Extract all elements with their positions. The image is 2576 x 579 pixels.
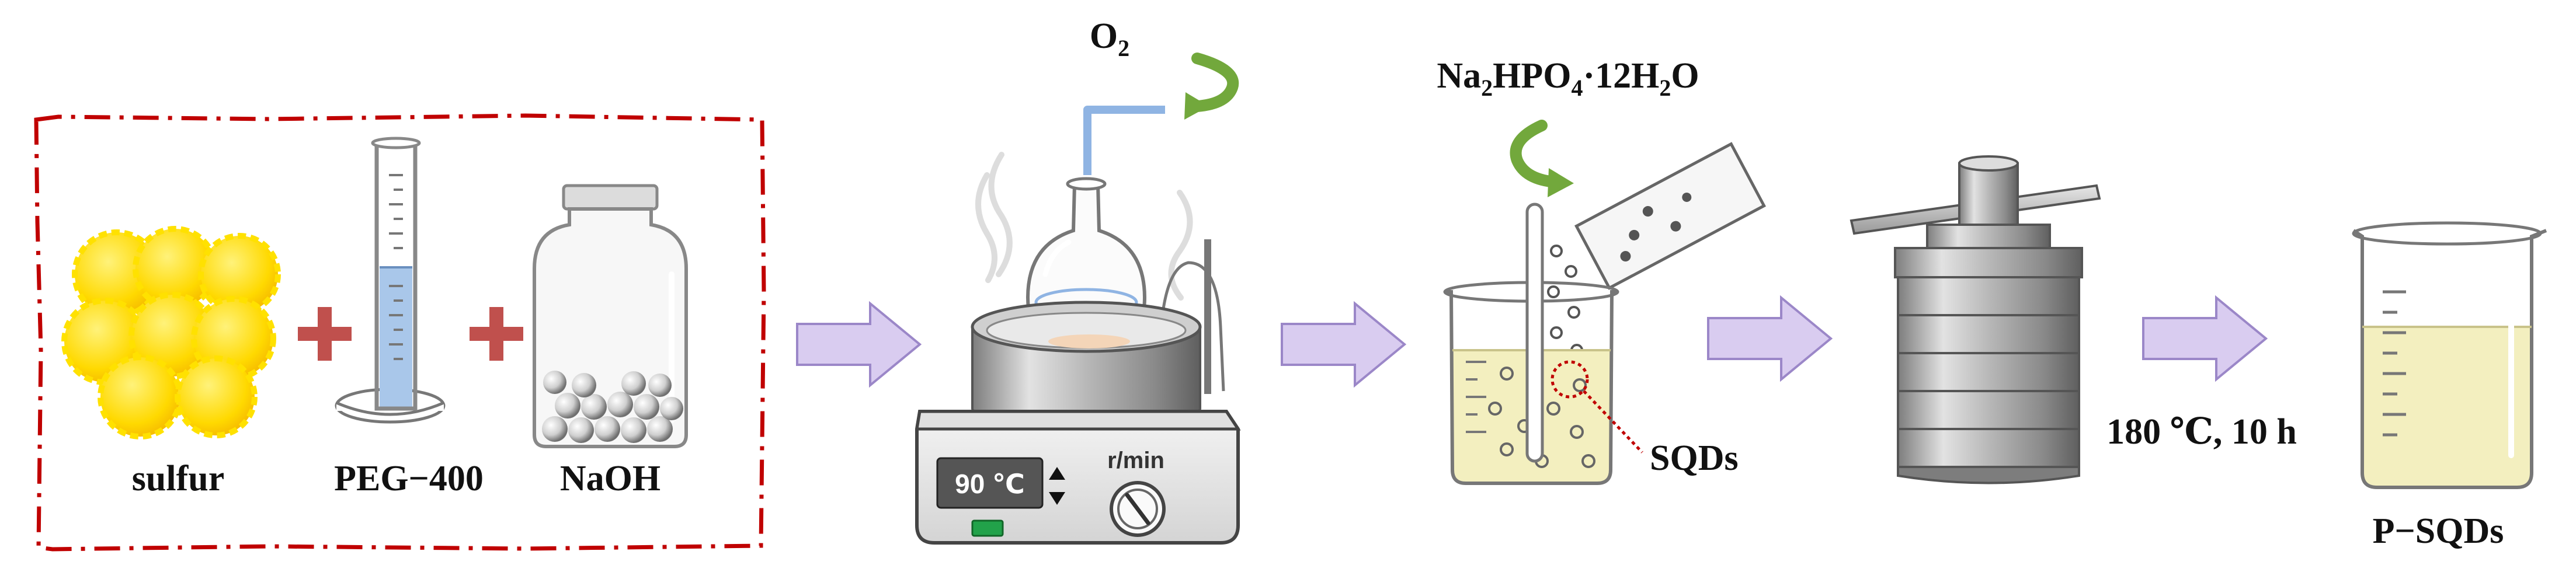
plus-icon [298,307,352,361]
beaker-icon [1443,203,1619,485]
graduated-cylinder-icon [335,137,446,424]
speed-knob-icon[interactable] [1110,481,1166,537]
label-product: P−SQDs [2373,511,2504,551]
label-sulfur: sulfur [132,459,224,498]
sulfur-pile [61,226,281,440]
label-o2: O2 [1090,16,1129,61]
label-rpm: r/min [1107,448,1164,473]
sqds-callout-line [1583,390,1643,454]
phosphate-addition-setup: Na2HPO4·12H2O [1437,56,1766,485]
label-sqds: SQDs [1650,438,1739,478]
gas-tube [1083,106,1165,175]
sqds-callout-circle [1551,360,1589,399]
process-arrow [1707,295,1833,382]
autoclave-reactor-icon [1850,155,2101,484]
raw-materials-group: sulfur PEG−400 [34,113,766,552]
up-arrow-icon[interactable] [1049,467,1065,480]
heating-stirrer-setup: O2 [915,16,1241,545]
hotplate-stirrer-icon: 90 ℃ r/min [915,410,1241,545]
power-indicator[interactable] [971,519,1004,537]
temperature-display [936,457,1044,509]
down-arrow-icon[interactable] [1049,492,1065,505]
label-naoh: NaOH [560,459,660,498]
water-bath-icon [971,301,1202,422]
product-beaker-icon [2352,221,2547,489]
label-reaction-condition: 180 ℃, 10 h [2106,412,2297,452]
green-curved-arrow-icon [1510,120,1574,197]
display-temperature: 90 ℃ [955,469,1025,499]
weighing-paper-icon [1574,142,1766,290]
stand-rod [1204,239,1211,394]
process-arrow [2142,295,2268,382]
process-arrow [1281,301,1407,388]
label-reagent: Na2HPO4·12H2O [1437,56,1699,101]
label-peg: PEG−400 [334,459,484,498]
green-curved-arrow-icon [1184,53,1239,120]
steam-icon [975,152,1193,301]
dash-dot-border [34,113,766,552]
plus-icon [470,307,523,361]
process-arrow [796,301,922,388]
reagent-jar-icon [533,184,688,448]
